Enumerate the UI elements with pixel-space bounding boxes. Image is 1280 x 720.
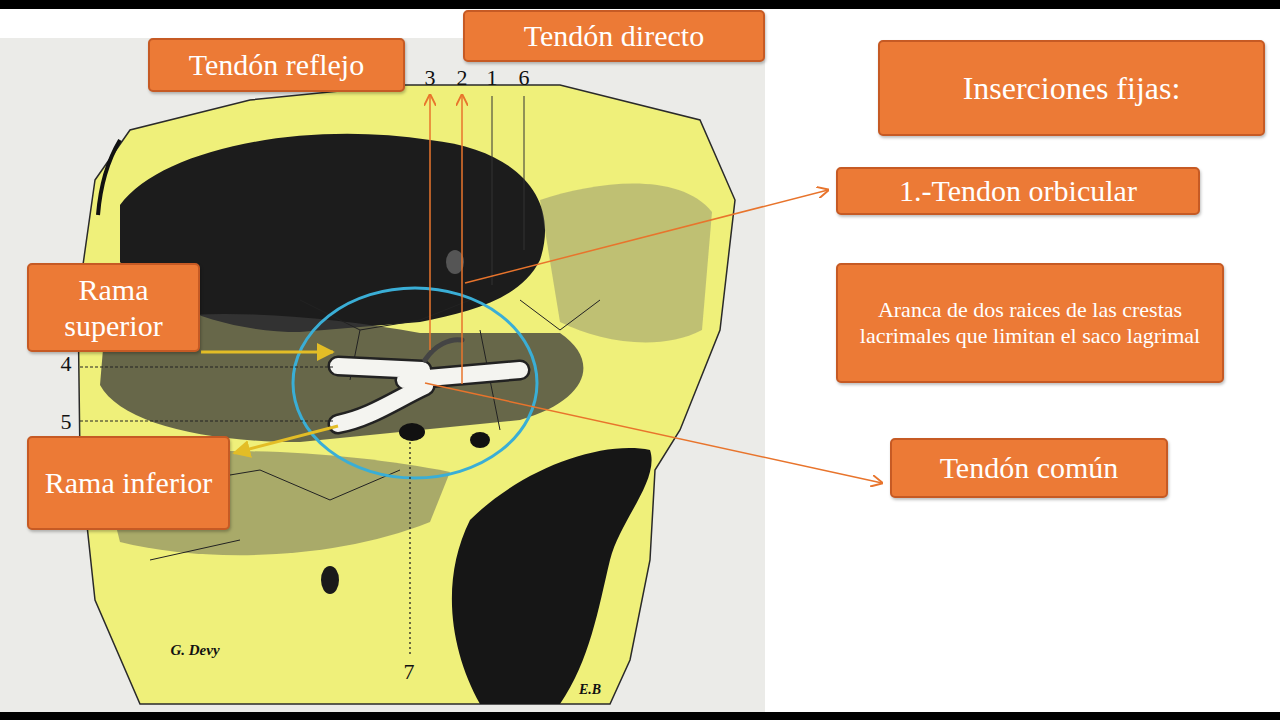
callout-number: 3 [425,67,436,89]
bone-edge [98,140,120,215]
callout-number: 1 [487,67,498,89]
signature: E.B [579,683,601,697]
leader-line [80,421,335,422]
bottom-bar [0,712,1280,720]
label-box: Tendón directo [463,10,765,62]
label-box: Rama superior [27,263,200,352]
box-text: Tendón reflejo [189,47,364,83]
callout-number: 4 [61,353,72,375]
box-text: Tendón directo [524,18,704,54]
callout-number: 7 [404,661,415,683]
callout-number: 2 [457,67,468,89]
leader-line [409,442,410,655]
label-box: Aranca de dos raices de las crestas lacr… [836,263,1224,383]
bone-outline [78,85,735,704]
paper-background [0,38,765,712]
box-text: Rama superior [41,272,186,344]
label-box: Inserciones fijas: [878,40,1265,136]
leader-line [524,96,525,250]
top-bar [0,0,1280,9]
box-text: 1.-Tendon orbicular [899,173,1137,209]
pointer-arrow [234,426,338,453]
highlight-ellipse [293,288,537,478]
box-text: Tendón común [940,450,1119,486]
pointer-arrow [429,95,431,350]
leader-line [492,96,493,285]
callout-number: 5 [61,411,72,433]
foramen [399,423,425,441]
label-box: Rama inferior [27,436,230,530]
tendon-outline [338,366,520,424]
label-box: Tendón común [890,438,1168,498]
box-text: Rama inferior [45,465,212,501]
pointer-arrow [201,351,333,354]
callout-number: 6 [519,67,530,89]
foramen [321,566,339,594]
pointer-arrow [425,383,882,483]
tendon [338,340,520,424]
leader-line [80,367,335,368]
nasal-aperture [452,448,652,704]
label-box: 1.-Tendon orbicular [836,167,1200,215]
pointer-arrow [465,190,828,283]
signature: G. Devy [170,643,219,658]
tendon-fill [338,366,520,424]
pointer-arrow [461,95,463,384]
label-box: Tendón reflejo [148,38,405,92]
lacrimal-region [540,183,712,342]
foramen [470,432,490,448]
box-text: Inserciones fijas: [963,69,1181,107]
box-text: Aranca de dos raices de las crestas lacr… [850,297,1210,350]
